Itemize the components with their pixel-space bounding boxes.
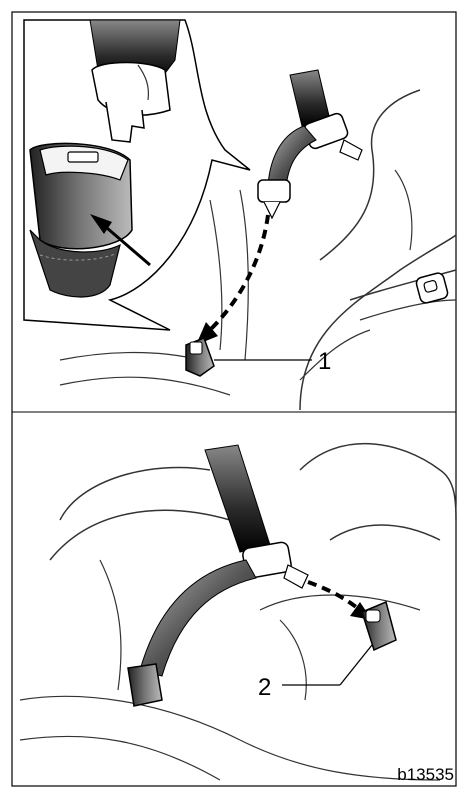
insert-arrow-path	[210, 215, 268, 330]
seat-cushion-line-2	[60, 377, 230, 395]
top-panel	[24, 20, 456, 410]
lower-seat-back	[100, 560, 121, 690]
thigh-outline	[300, 330, 370, 380]
lower-hand-outline	[330, 525, 440, 540]
lower-tongue-plate	[284, 565, 308, 588]
seat-cushion-line	[60, 353, 200, 361]
lower-seat-line-2	[20, 736, 220, 780]
lower-shoulder-belt	[205, 445, 270, 552]
inset-buckle-slot	[68, 152, 98, 162]
reference-code: b13535	[397, 765, 454, 785]
lower-left-buckle	[128, 664, 162, 706]
lower-right-buckle	[362, 602, 396, 650]
lower-torso-outline	[50, 510, 230, 560]
lower-lap-belt	[140, 560, 256, 676]
arm-fold	[395, 170, 412, 250]
lower-leg-line	[280, 620, 306, 700]
tongue-plate-upper	[340, 140, 362, 160]
hand-finger	[360, 300, 456, 320]
lower-seat-line	[20, 696, 440, 780]
leader-line-2b	[340, 645, 372, 685]
tongue-holder	[258, 180, 290, 202]
bottom-panel	[20, 444, 456, 780]
torso-outline	[300, 235, 456, 410]
lower-shoulder-outline	[300, 444, 456, 520]
buckle-opening	[190, 342, 202, 354]
lap-belt-segment	[268, 126, 316, 188]
seat-back-line-2	[240, 190, 248, 360]
callout-number-1: 1	[318, 350, 331, 374]
lower-right-buckle-slot	[366, 610, 380, 622]
callout-number-2: 2	[258, 676, 271, 700]
